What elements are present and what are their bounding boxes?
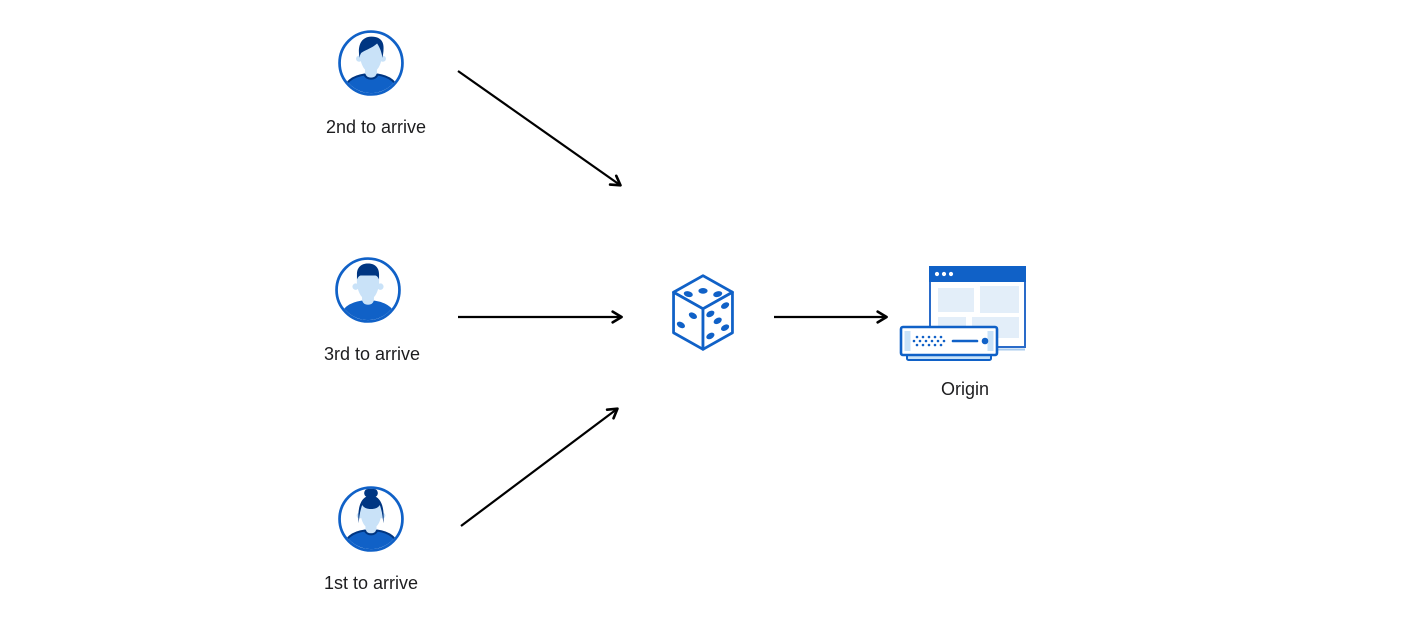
origin-server-browser-icon: [899, 266, 1026, 361]
avatar-man-quiff-icon: [338, 30, 404, 96]
dice-icon: [672, 274, 734, 351]
node-client-2nd: 2nd to arrive: [326, 29, 426, 137]
node-label-client-3rd: 3rd to arrive: [323, 344, 421, 364]
origin-server-box: [899, 325, 999, 361]
browser-window-dots: [934, 271, 954, 277]
node-client-3rd: 3rd to arrive: [324, 256, 420, 364]
arrow-client-2nd-to-dice: [457, 70, 622, 187]
server-status-light: [981, 337, 989, 345]
node-client-1st: 1st to arrive: [324, 485, 418, 593]
avatar-woman-bun-icon: [338, 486, 404, 552]
node-label-origin: Origin: [940, 379, 990, 399]
node-label-client-2nd: 2nd to arrive: [325, 117, 427, 137]
avatar-man-short-hair-icon: [335, 257, 401, 323]
node-label-client-1st: 1st to arrive: [323, 573, 419, 593]
arrow-client-1st-to-dice: [460, 407, 619, 527]
node-origin: Origin: [897, 265, 1029, 399]
server-vent-dots: [912, 335, 946, 347]
node-random-dice: [668, 272, 738, 353]
dice-pips: [676, 288, 730, 340]
